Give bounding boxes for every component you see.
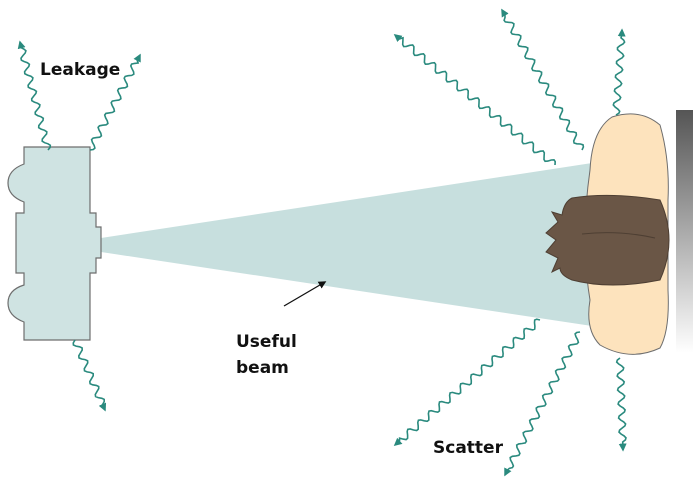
beam-pointer-arrow xyxy=(283,281,327,307)
scatter-wave xyxy=(504,331,581,477)
leakage-wave xyxy=(72,339,107,412)
useful-beam-label-line1: Useful xyxy=(236,332,297,352)
scatter-wave xyxy=(615,357,627,452)
useful-beam-label-line2: beam xyxy=(236,358,289,378)
leakage-label: Leakage xyxy=(40,60,120,80)
useful-beam-cone xyxy=(101,163,592,326)
scatter-label: Scatter xyxy=(433,438,504,458)
hair-parting xyxy=(581,232,656,239)
leakage-wave xyxy=(17,40,52,151)
leakage-wave xyxy=(89,53,141,151)
scatter-wave xyxy=(612,28,626,116)
scatter-wave xyxy=(393,33,557,166)
radiation-waves xyxy=(17,8,627,477)
patient-hair xyxy=(545,194,670,286)
shield-wall xyxy=(676,110,693,353)
scatter-wave xyxy=(393,318,541,447)
scatter-wave xyxy=(501,8,585,151)
xray-tube-housing xyxy=(7,146,102,341)
